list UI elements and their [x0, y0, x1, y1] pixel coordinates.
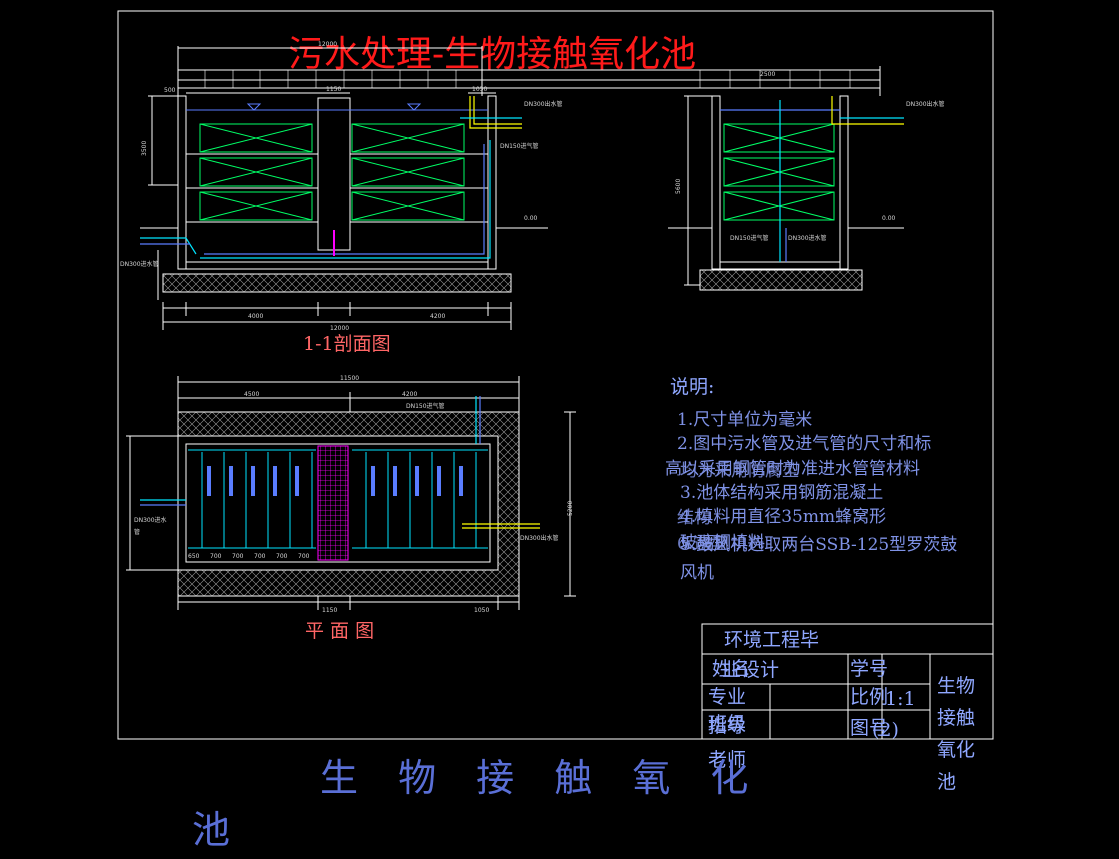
water-level — [186, 103, 488, 111]
section-title: 1-1剖面图 — [303, 333, 391, 355]
note-line-6: 玻璃钢填料 — [680, 533, 765, 553]
side-level-zero: 0.00 — [882, 215, 896, 222]
tb-scale: 1:1 — [885, 688, 916, 710]
inlet-pipe-label: DN300进水管 — [120, 260, 159, 268]
tb-advisor: 指导 — [708, 715, 746, 737]
note-line-8: 风机 — [680, 563, 714, 583]
svg-text:650: 650 — [188, 553, 200, 560]
tb-advisor2: 老师 — [708, 749, 746, 771]
drawing-title: 污水处理-生物接触氧化池 — [288, 34, 696, 75]
media-packs-side — [723, 123, 835, 221]
section-view — [140, 46, 881, 330]
plan-inlet-label-a: DN300进水 — [134, 516, 167, 524]
svg-text:700: 700 — [254, 553, 266, 560]
dim-left-half: 4000 — [248, 313, 263, 320]
footer-title-line-1: 生 物 接 触 氧 化 — [320, 756, 762, 800]
tb-class: 班级 — [708, 713, 746, 735]
side-dim-width: 2500 — [760, 71, 775, 78]
side-pipes — [720, 96, 904, 262]
svg-text:700: 700 — [210, 553, 222, 560]
svg-text:700: 700 — [232, 553, 244, 560]
side-inlet-label: DN300进水管 — [788, 234, 827, 242]
tb-drawing-no: (2) — [872, 719, 899, 741]
tb-drawing-name-3: 氧化 — [937, 739, 975, 761]
plan-view — [126, 376, 576, 610]
side-view — [668, 95, 904, 291]
dim-total-width: 12000 — [318, 41, 337, 48]
pipes-section — [140, 96, 522, 259]
dim-right-wall: 1050 — [472, 86, 487, 93]
plan-dim-right-wall: 1050 — [474, 607, 489, 614]
dim-mid-gap: 1150 — [326, 86, 341, 93]
svg-text:700: 700 — [276, 553, 288, 560]
note-line-2: 2.图中污水管及进气管的尺寸和标 — [677, 434, 931, 454]
side-air-label: DN150进气管 — [730, 234, 769, 242]
plan-air-label: DN150进气管 — [406, 402, 445, 410]
note-line-4: 3.池体结构采用钢筋混凝土 — [680, 483, 883, 503]
plan-center-channel — [317, 445, 349, 561]
plan-outlet-label: DN300出水管 — [520, 534, 559, 542]
tb-drawing-label: 图号 — [850, 717, 888, 739]
footer-title-line-2: 池 — [192, 808, 244, 852]
note-line-5: 4.填料用直径35mm蜂窝形 — [680, 507, 886, 527]
note-overlap-3: 6.选型 — [677, 534, 727, 554]
note-line-1: 1.尺寸单位为毫米 — [677, 410, 812, 430]
plan-dim-height: 5200 — [567, 501, 574, 516]
plan-media-columns — [188, 449, 488, 549]
level-zero-label: 0.00 — [524, 215, 538, 222]
plan-inlet-label-b: 管 — [134, 528, 140, 536]
side-outlet-label: DN300出水管 — [906, 100, 945, 108]
air-pipe-label: DN150进气管 — [500, 142, 539, 150]
dim-right-half: 4200 — [430, 313, 445, 320]
note-line-3: 高以采用钢管时为准进水管管材料 — [665, 459, 920, 479]
dim-wall: 500 — [164, 87, 176, 94]
tb-header: 环境工程毕 — [724, 629, 819, 651]
dim-height: 3500 — [141, 141, 148, 156]
svg-text:700: 700 — [298, 553, 310, 560]
tb-drawing-name-1: 生物 — [937, 675, 975, 697]
plan-pipes — [140, 396, 540, 529]
plan-title: 平 面 图 — [305, 620, 374, 642]
tb-major: 专业 — [708, 686, 746, 708]
note-overlap-1: 均为采用防腐型 — [680, 461, 799, 481]
plan-dim-right: 4200 — [402, 391, 417, 398]
note-line-7: 5.鼓风机选取两台SSB-125型罗茨鼓 — [680, 535, 957, 555]
drawing-frame — [117, 10, 994, 740]
plan-media-marks — [207, 466, 463, 496]
plan-gap-dims: 650 700 700 700 700 700 — [188, 553, 310, 560]
media-packs-section — [199, 123, 465, 221]
notes-heading: 说明: — [670, 376, 714, 398]
dim-bottom-total: 12000 — [330, 325, 349, 332]
plan-dim-total: 11500 — [340, 375, 359, 382]
tb-drawing-name-4: 池 — [937, 771, 956, 793]
tb-student-id: 学号 — [850, 658, 888, 680]
plan-dim-mid: 1150 — [322, 607, 337, 614]
tb-name: 姓名 — [712, 658, 750, 680]
support-beams — [186, 153, 488, 223]
tb-drawing-name-2: 接触 — [937, 707, 975, 729]
tb-scale-label: 比例 — [850, 686, 888, 708]
side-dim-height: 5600 — [675, 179, 682, 194]
plan-dim-left: 4500 — [244, 391, 259, 398]
tb-header2: 业设计 — [722, 659, 779, 681]
note-overlap-2: 结构 — [677, 508, 711, 528]
title-block — [701, 623, 994, 740]
outlet-pipe-label: DN300出水管 — [524, 100, 563, 108]
